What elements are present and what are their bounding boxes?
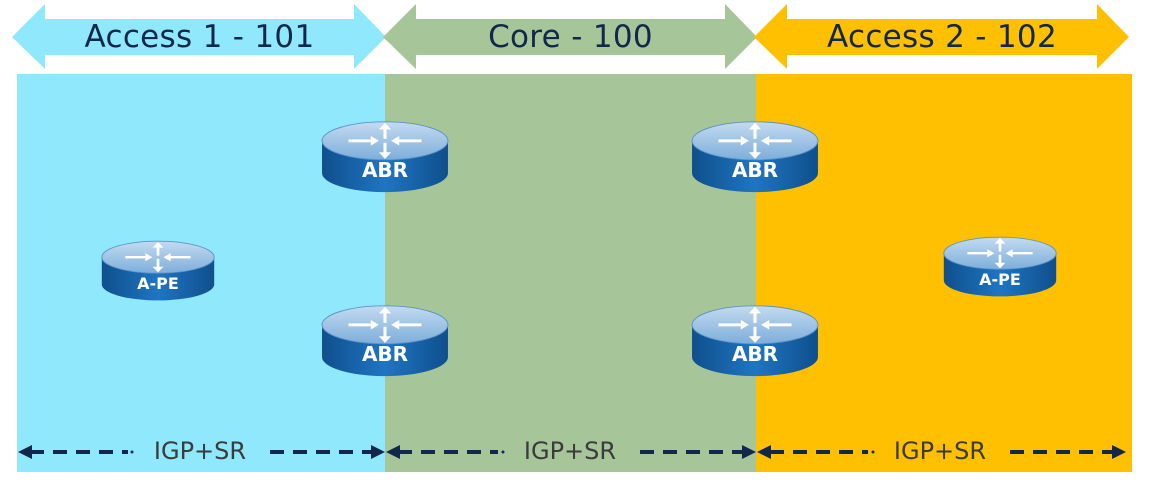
domain-arrows: [12, 4, 1129, 69]
access1-title: Access 1 - 101: [84, 19, 315, 55]
router-icon: [690, 120, 820, 194]
router-label: ABR: [731, 342, 779, 366]
access1-igp-label: IGP+SR: [153, 437, 247, 465]
router-access2-pe[interactable]: A-PE: [942, 234, 1058, 298]
router-abr-top-right[interactable]: ABR: [690, 118, 820, 194]
access1-arrow: [12, 4, 386, 69]
access2-igp-label: IGP+SR: [893, 437, 987, 465]
core-arrow: [383, 4, 757, 69]
router-abr-bottom-right[interactable]: ABR: [690, 302, 820, 378]
router-access1-pe[interactable]: A-PE: [100, 238, 216, 302]
router-label: A-PE: [979, 270, 1021, 289]
router-abr-bottom-left[interactable]: ABR: [320, 302, 450, 378]
router-icon: [320, 304, 450, 378]
router-abr-top-left[interactable]: ABR: [320, 118, 450, 194]
router-icon: [320, 120, 450, 194]
core-title: Core - 100: [488, 19, 653, 55]
access2-arrow: [754, 4, 1129, 69]
router-label: ABR: [361, 342, 409, 366]
router-label: ABR: [731, 158, 779, 182]
router-label: A-PE: [137, 274, 179, 293]
access2-title: Access 2 - 102: [827, 19, 1057, 55]
router-label: ABR: [361, 158, 409, 182]
core-igp-label: IGP+SR: [523, 437, 617, 465]
router-icon: [690, 304, 820, 378]
